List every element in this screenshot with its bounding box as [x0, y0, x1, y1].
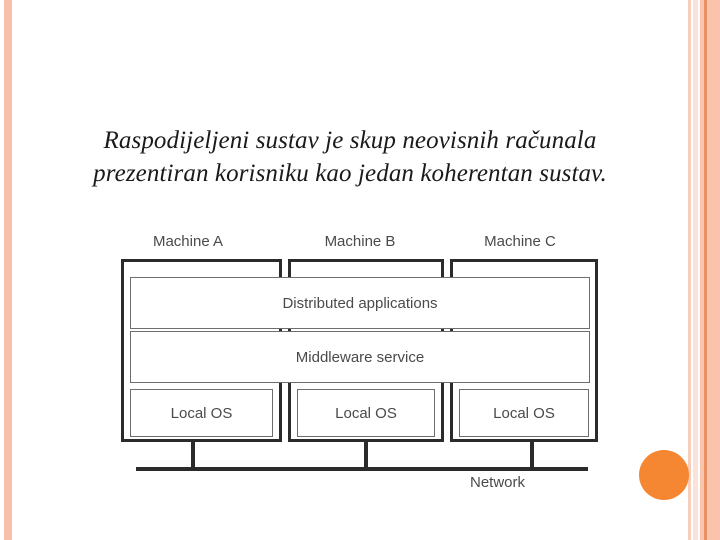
layer-distributed-applications: Distributed applications [130, 277, 590, 329]
local-os-box-a: Local OS [130, 389, 273, 437]
slide-title: Raspodijeljeni sustav je skup neovisnih … [30, 124, 670, 190]
machine-label-c: Machine C [484, 233, 556, 250]
machine-label-a: Machine A [152, 233, 224, 250]
network-drop-line-b [364, 442, 368, 469]
network-drop-line-a [191, 442, 195, 469]
local-os-label-a: Local OS [170, 404, 233, 422]
network-bus-line [136, 467, 588, 471]
network-drop-line-c [530, 442, 534, 469]
title-line-2: prezentiran korisniku kao jedan koherent… [93, 160, 607, 187]
right-edge-stripe-pale [693, 0, 698, 540]
left-edge-stripe [4, 0, 12, 540]
right-edge-stripe-wide-2 [707, 0, 720, 540]
local-os-label-c: Local OS [493, 404, 555, 422]
network-label: Network [470, 474, 526, 491]
layer-middleware-service-label: Middleware service [295, 348, 425, 366]
title-line-1: Raspodijeljeni sustav je skup neovisnih … [103, 127, 597, 154]
right-edge-stripe-dark [704, 0, 707, 540]
layer-middleware-service: Middleware service [130, 331, 590, 383]
layer-distributed-applications-label: Distributed applications [282, 294, 438, 312]
right-edge-stripe-wide-1 [700, 0, 704, 540]
accent-circle [639, 450, 689, 500]
right-edge-stripe-thin [688, 0, 691, 540]
local-os-label-b: Local OS [335, 404, 397, 422]
machine-label-b: Machine B [324, 233, 396, 250]
local-os-box-b: Local OS [297, 389, 435, 437]
local-os-box-c: Local OS [459, 389, 589, 437]
